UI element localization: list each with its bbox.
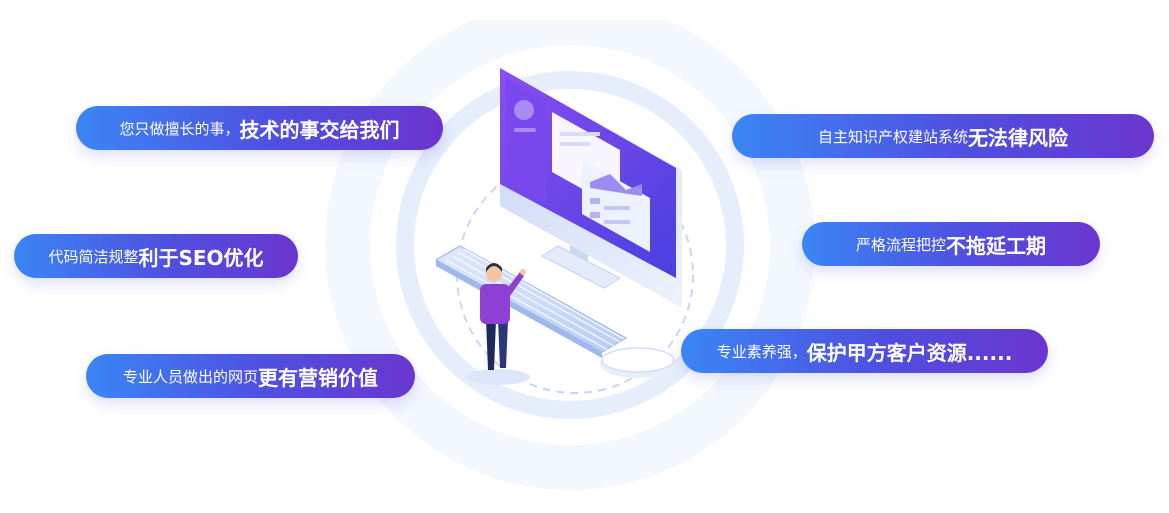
- feature-pill-legal: 自主知识产权建站系统 无法律风险: [732, 114, 1154, 158]
- feature-text-normal: 代码简洁规整: [48, 247, 139, 266]
- feature-text-bold: 无法律风险: [968, 125, 1068, 150]
- computer-workstation-illustration: [325, 20, 815, 490]
- inner-ring: [396, 71, 744, 419]
- computer-monitor-illustration: [500, 68, 682, 308]
- feature-text-bold: 技术的事交给我们: [239, 117, 400, 142]
- feature-text-normal: 专业人员做出的网页: [122, 367, 258, 386]
- feature-text-bold: 保护甲方客户资源......: [806, 340, 1013, 365]
- feature-text-normal: 自主知识产权建站系统: [817, 127, 968, 146]
- feature-text-bold: 不拖延工期: [946, 233, 1046, 258]
- feature-pill-marketing: 专业人员做出的网页 更有营销价值: [86, 354, 415, 398]
- feature-pill-schedule: 严格流程把控 不拖延工期: [802, 222, 1100, 266]
- feature-text-bold: 利于SEO优化: [138, 245, 264, 270]
- mouse-illustration: [600, 347, 676, 378]
- feature-text-normal: 您只做擅长的事，: [119, 119, 240, 138]
- feature-text-normal: 专业素养强，: [716, 342, 807, 361]
- feature-pill-privacy: 专业素养强， 保护甲方客户资源......: [681, 329, 1048, 373]
- feature-text-bold: 更有营销价值: [258, 365, 378, 390]
- person-illustration: [466, 263, 530, 385]
- feature-text-normal: 严格流程把控: [855, 235, 946, 254]
- feature-pill-tech: 您只做擅长的事， 技术的事交给我们: [76, 106, 443, 150]
- keyboard-illustration: [434, 245, 628, 358]
- feature-pill-seo: 代码简洁规整 利于SEO优化: [14, 234, 298, 278]
